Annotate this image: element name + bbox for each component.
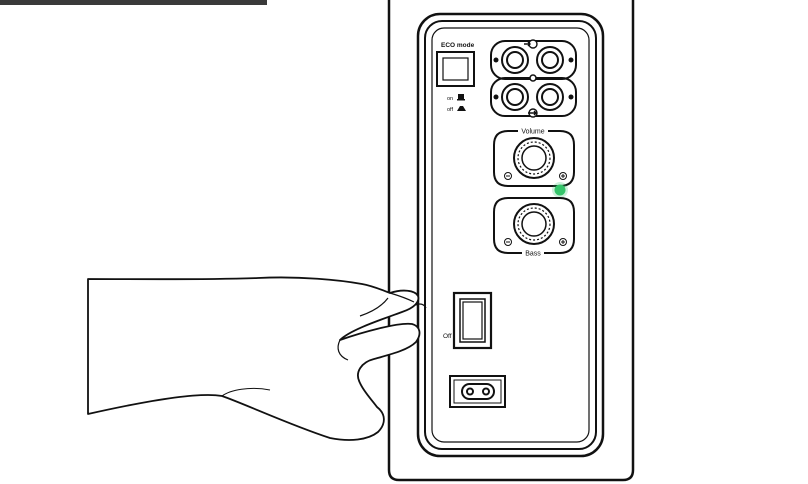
power-socket[interactable] bbox=[449, 375, 506, 408]
output-arrow-icon bbox=[528, 108, 538, 118]
bass-min-icon bbox=[504, 238, 512, 246]
eco-on-label: on bbox=[447, 96, 453, 102]
eco-on-icon bbox=[457, 94, 465, 101]
hand-icon bbox=[87, 276, 427, 441]
rca-output-right[interactable] bbox=[536, 83, 564, 111]
top-bar bbox=[0, 0, 267, 5]
eco-mode-button[interactable] bbox=[436, 51, 475, 87]
volume-knob[interactable] bbox=[513, 137, 555, 179]
rca-screws bbox=[493, 57, 574, 100]
eco-off-icon bbox=[457, 106, 466, 111]
volume-label-bg bbox=[518, 126, 548, 135]
speaker-cabinet bbox=[387, 0, 635, 482]
status-indicator-led bbox=[552, 182, 568, 198]
eco-mode-label: ECO mode bbox=[441, 42, 475, 49]
power-off-label: Off bbox=[443, 333, 452, 340]
volume-min-icon bbox=[504, 172, 512, 180]
rca-input-right[interactable] bbox=[536, 46, 564, 74]
power-socket-icon bbox=[461, 383, 495, 400]
bass-label-bg bbox=[522, 248, 544, 257]
power-switch[interactable] bbox=[452, 291, 493, 350]
eco-off-label: off bbox=[447, 107, 453, 113]
bass-control-frame bbox=[493, 197, 575, 254]
rca-output-left[interactable] bbox=[501, 83, 529, 111]
bass-max-icon bbox=[559, 238, 567, 246]
bass-knob[interactable] bbox=[513, 203, 555, 245]
bass-label: Bass bbox=[525, 251, 541, 258]
volume-max-icon bbox=[559, 172, 567, 180]
rear-panel bbox=[416, 12, 605, 458]
rca-input-left[interactable] bbox=[501, 46, 529, 74]
volume-label: Volume bbox=[521, 129, 544, 136]
input-arrow-icon bbox=[524, 39, 538, 49]
